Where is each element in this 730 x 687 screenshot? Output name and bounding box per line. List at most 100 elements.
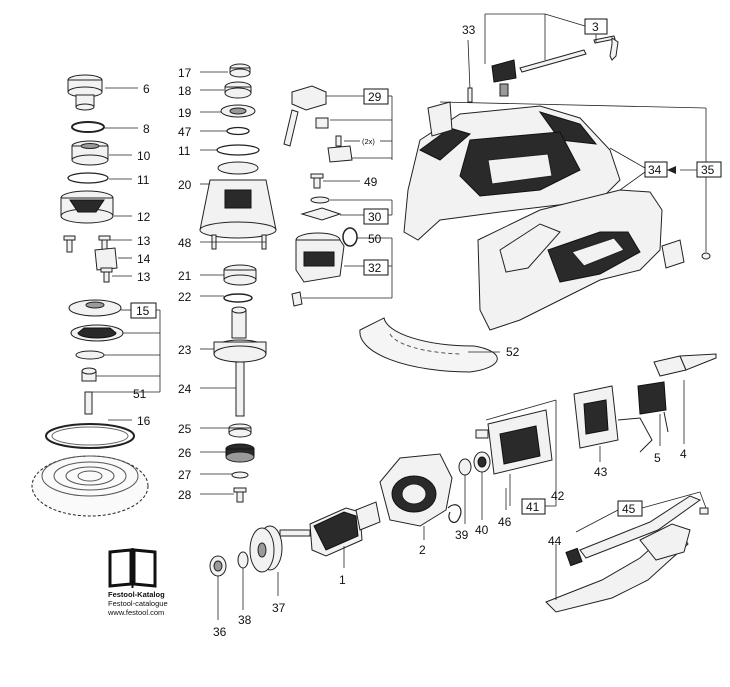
- part-28-screw: [233, 487, 247, 503]
- part-6-gear-bearing: [67, 74, 103, 111]
- part-27-washer: [231, 471, 249, 479]
- part-52-seal-ring: [359, 317, 498, 373]
- box-32: [363, 259, 389, 276]
- part-50-o-ring: [342, 227, 358, 247]
- part-25-bearing: [228, 423, 252, 438]
- part-14-clip: [94, 247, 118, 271]
- part-30-spacer: [300, 196, 342, 221]
- part-29-switch-parts: [283, 85, 353, 163]
- catalog-line2: Festool-catalogue: [108, 599, 168, 608]
- label-2: 2: [419, 543, 426, 557]
- part-32-motor-housing: [291, 232, 345, 307]
- part-4-cable-sleeve: [653, 353, 717, 377]
- label-15: 15: [136, 304, 150, 318]
- part-13-screw: [63, 235, 111, 253]
- label-14: 14: [137, 252, 151, 266]
- label-19: 19: [178, 106, 192, 120]
- part-11-ring: [67, 172, 109, 184]
- box-35: [696, 161, 722, 178]
- label-43: 43: [594, 465, 608, 479]
- label-36: 36: [213, 625, 227, 639]
- part-3-switch-rod: [491, 35, 619, 97]
- label-40: 40: [475, 523, 489, 537]
- label-50: 50: [368, 232, 382, 246]
- label-11-left: 11: [137, 173, 150, 187]
- part-34-upper-housing: [403, 101, 621, 241]
- label-12: 12: [137, 210, 151, 224]
- label-18: 18: [178, 84, 192, 98]
- part-11-ring: [216, 144, 260, 156]
- part-23-eccentric: [213, 306, 267, 363]
- part-42-brush-holder: [475, 409, 553, 475]
- label-29: 29: [368, 90, 382, 104]
- catalog-line1: Festool-Katalog: [108, 590, 165, 599]
- label-39: 39: [455, 528, 469, 542]
- label-3: 3: [592, 20, 599, 34]
- label-47: 47: [178, 125, 192, 139]
- label-41: 41: [526, 500, 540, 514]
- part-47-washer: [226, 126, 250, 136]
- label-5: 5: [654, 451, 661, 465]
- part-16-pad-ring: [45, 423, 135, 449]
- label-13-lower: 13: [137, 270, 151, 284]
- part-36-bearing: [209, 555, 227, 577]
- part-45-extraction-duct: [565, 495, 709, 567]
- box-41: [521, 498, 546, 515]
- label-23: 23: [178, 343, 192, 357]
- part-8-circlip: [71, 121, 105, 133]
- box-45: [617, 500, 643, 517]
- part-40-bearing: [473, 451, 491, 473]
- part-15-balancer-assembly: [68, 299, 124, 415]
- label-26: 26: [178, 446, 192, 460]
- label-42: 42: [551, 489, 565, 503]
- part-19-gear-ring: [220, 104, 256, 118]
- multiplier-2x: (2x): [362, 137, 375, 146]
- label-21: 21: [178, 269, 192, 283]
- part-13b-screw: [100, 267, 113, 283]
- box-15: [130, 302, 157, 319]
- label-30: 30: [368, 210, 382, 224]
- label-32: 32: [368, 261, 382, 275]
- label-37: 37: [272, 601, 286, 615]
- label-17: 17: [178, 66, 192, 80]
- part-17-bearing: [229, 63, 251, 78]
- catalog-line3: www.festool.com: [107, 608, 164, 617]
- part-49-screw: [310, 173, 324, 189]
- label-45: 45: [622, 502, 636, 516]
- part-20-bearing-housing: [199, 161, 277, 239]
- part-21-bearing: [223, 264, 257, 286]
- label-49: 49: [364, 175, 378, 189]
- part-44-hose-adapter: [545, 523, 691, 613]
- part-39-washer: [458, 458, 472, 476]
- label-44: 44: [548, 534, 562, 548]
- label-6: 6: [143, 82, 150, 96]
- box-29: [363, 88, 389, 105]
- part-18-bearing: [224, 81, 252, 99]
- label-1: 1: [339, 573, 346, 587]
- part-10-bearing: [71, 140, 109, 166]
- label-13-upper: 13: [137, 234, 151, 248]
- label-16: 16: [137, 414, 151, 428]
- label-48: 48: [178, 236, 192, 250]
- part-12-fan-housing: [60, 190, 114, 224]
- label-35: 35: [701, 163, 715, 177]
- box-30: [363, 208, 389, 225]
- part-24-spindle: [235, 361, 245, 417]
- label-4: 4: [680, 447, 687, 461]
- label-11-center: 11: [178, 144, 191, 158]
- label-10: 10: [137, 149, 151, 163]
- label-25: 25: [178, 422, 192, 436]
- part-43-electronics: [573, 385, 653, 453]
- part-2-stator: [379, 453, 462, 527]
- label-52: 52: [506, 345, 520, 359]
- label-27: 27: [178, 468, 192, 482]
- part-38-washer: [237, 551, 249, 569]
- part-22-circlip: [223, 293, 253, 303]
- box-34: [644, 161, 668, 178]
- label-38: 38: [238, 613, 252, 627]
- part-5-plug: [637, 381, 669, 433]
- sanding-pad: [31, 455, 149, 517]
- label-46: 46: [498, 515, 512, 529]
- part-26-counterweight: [225, 443, 255, 463]
